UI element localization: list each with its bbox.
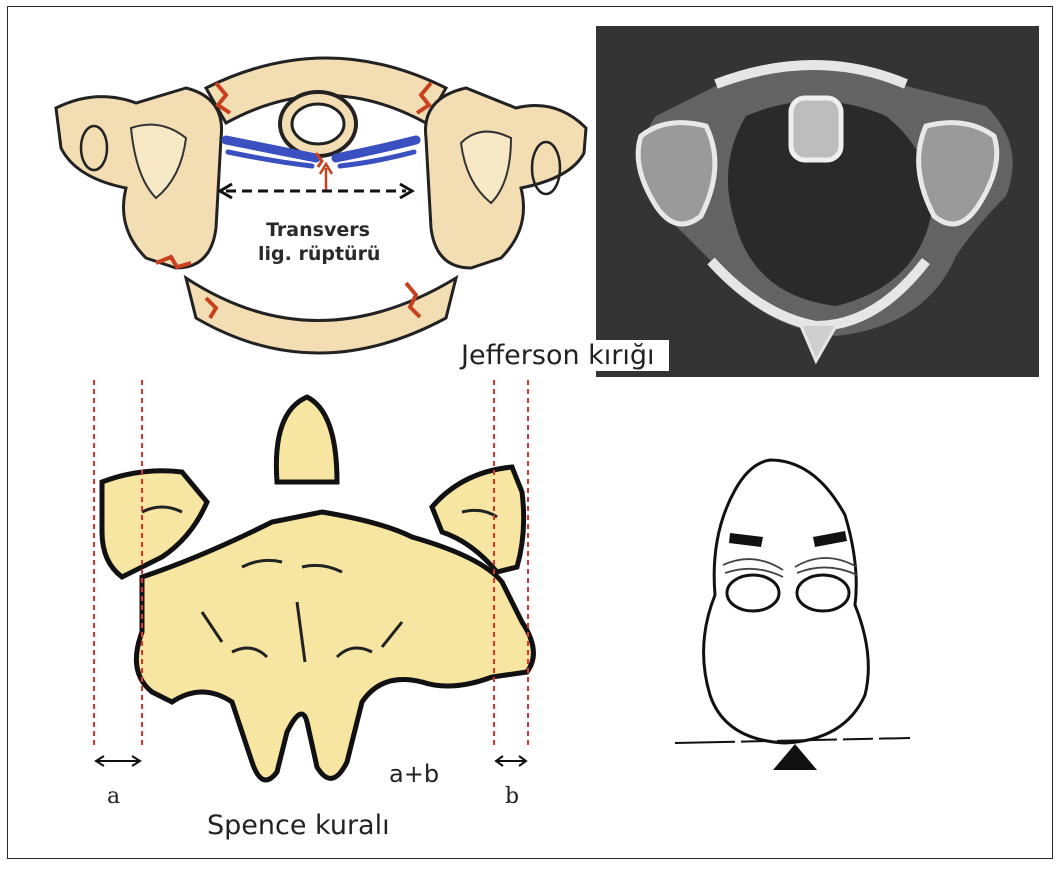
ligament-label-line2: lig. rüptürü (258, 242, 378, 266)
spence-caption: Spence kuralı (207, 810, 390, 841)
atlas-illustration (36, 28, 606, 373)
balance-schematic (665, 455, 915, 775)
measure-b-label: b (505, 784, 519, 809)
ligament-label-line1: Transvers (258, 218, 378, 242)
axis-drawing (82, 372, 562, 792)
measure-sum-label: a+b (389, 760, 439, 788)
atlas-ring-drawing (36, 28, 606, 373)
jefferson-caption: Jefferson kırığı (447, 340, 669, 371)
ligament-rupture-label: Transvers lig. rüptürü (258, 218, 378, 266)
measure-a-label: a (107, 784, 120, 809)
spence-rule-illustration (82, 372, 562, 792)
ct-axial-image (596, 26, 1039, 377)
skull-balance-drawing (665, 455, 915, 775)
ct-scan-drawing (596, 26, 1039, 377)
